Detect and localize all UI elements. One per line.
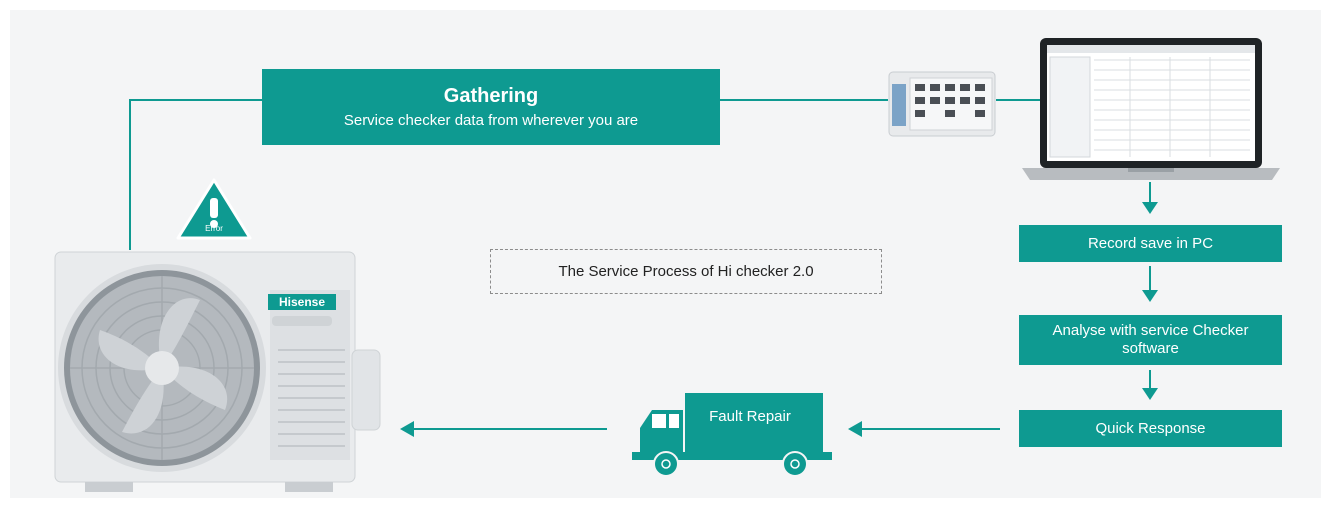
fault-repair-label: Fault Repair	[709, 408, 791, 425]
arrow-left-response-to-truck	[848, 421, 1000, 437]
process-title: The Service Process of Hi checker 2.0	[490, 249, 882, 294]
step-quick-response: Quick Response	[1019, 410, 1282, 447]
laptop-image	[1022, 38, 1280, 180]
step-record-save: Record save in PC	[1019, 225, 1282, 262]
arrow-down-record-to-analyse	[1142, 266, 1158, 302]
outdoor-ac-unit-image	[54, 251, 381, 492]
connector-line-ac-to-gathering	[129, 99, 262, 250]
arrow-down-laptop-to-record	[1142, 182, 1158, 214]
step-analyse-label: Analyse with service Checker software	[1052, 322, 1249, 357]
gathering-title: Gathering	[443, 85, 539, 107]
error-warning-icon	[176, 178, 252, 240]
arrow-down-analyse-to-response	[1142, 370, 1158, 400]
error-label: Error	[205, 224, 223, 233]
arrow-left-truck-to-ac	[400, 421, 607, 437]
truck-icon	[632, 393, 832, 477]
step-analyse: Analyse with service Checker software	[1019, 315, 1282, 365]
gathering-box: Gathering Service checker data from wher…	[262, 69, 720, 145]
service-checker-device-image	[888, 71, 996, 137]
gathering-subtitle: Service checker data from wherever you a…	[343, 112, 639, 129]
step-quick-response-label: Quick Response	[1095, 419, 1206, 437]
hisense-logo: Hisense	[278, 295, 326, 309]
step-record-save-label: Record save in PC	[1087, 234, 1214, 252]
